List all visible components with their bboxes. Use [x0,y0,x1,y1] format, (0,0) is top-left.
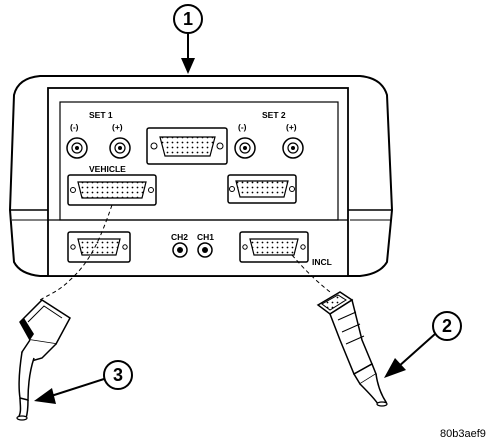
center-db9-port[interactable] [146,127,228,165]
callout-1: 1 [173,4,203,74]
set2-label: SET 2 [262,110,286,120]
vehicle-label: VEHICLE [89,164,126,174]
ch1-label: CH1 [197,232,214,242]
right-db15-port[interactable] [227,174,297,204]
set2-minus-label: (-) [238,122,247,132]
set1-plus-jack[interactable] [109,137,131,159]
vehicle-cable-dashed [39,204,113,301]
callout-3: 3 [34,360,133,404]
set1-label: SET 1 [89,110,113,120]
set2-minus-jack[interactable] [234,137,256,159]
incl-label: INCL [312,257,332,267]
right-cable-connector [316,291,388,407]
callout-3-number: 3 [113,365,123,385]
ch2-jack[interactable] [172,242,188,258]
lower-left-db9-port[interactable] [67,231,131,263]
set1-minus-jack[interactable] [66,137,88,159]
figure-code: 80b3aef9 [440,428,486,440]
callout-2-number: 2 [442,316,452,336]
ch1-jack[interactable] [197,242,213,258]
set2-plus-label: (+) [286,122,297,132]
set1-minus-label: (-) [70,122,79,132]
set1-plus-label: (+) [112,122,123,132]
callout-1-number: 1 [183,9,193,29]
vehicle-db25-port[interactable] [67,174,157,206]
incl-db9-port[interactable] [239,231,309,263]
callout-2: 2 [384,311,462,378]
ch2-label: CH2 [171,232,188,242]
left-cable-connector [16,299,71,421]
set2-plus-jack[interactable] [282,137,304,159]
